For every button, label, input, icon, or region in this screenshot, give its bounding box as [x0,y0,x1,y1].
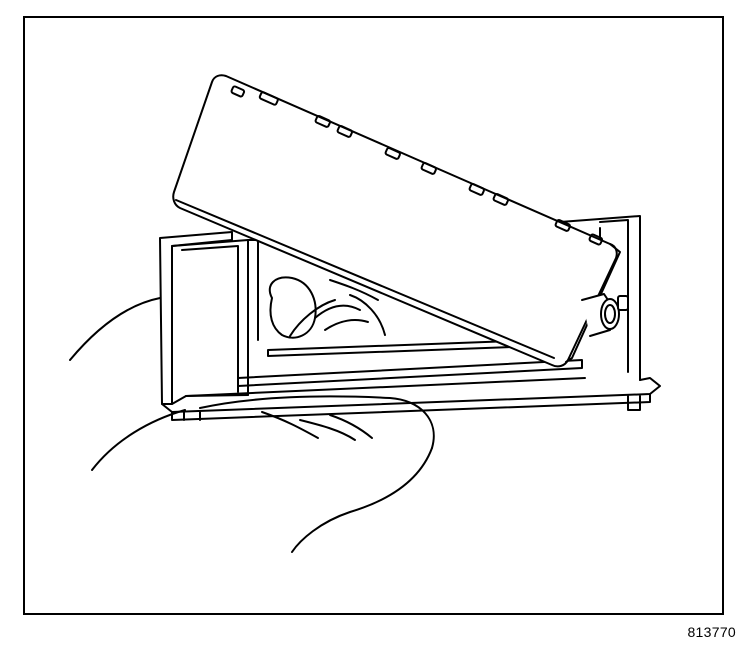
fingers-inside-bracket [268,276,386,339]
hand-outline [69,297,435,553]
electronic-module [172,74,621,368]
connector-plug [581,293,629,337]
vent-slots [230,85,604,246]
figure-number: 813770 [687,624,736,640]
